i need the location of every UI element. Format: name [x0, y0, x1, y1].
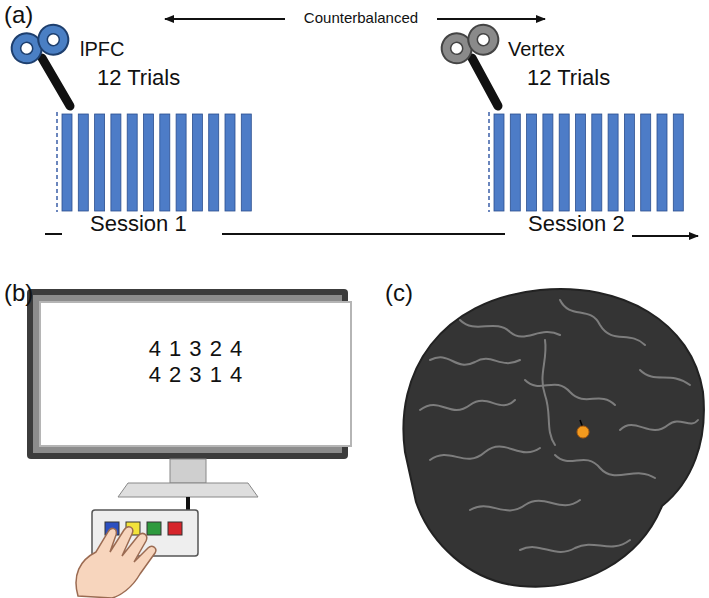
dashed-marker	[56, 112, 58, 212]
timeline	[222, 233, 505, 235]
dashed-marker	[488, 112, 490, 212]
trial-bar	[160, 114, 170, 211]
condition-note: Counterbalanced	[304, 10, 418, 27]
trial-count: 12 Trials	[527, 66, 610, 90]
trial-bar	[111, 114, 121, 211]
trial-bar	[62, 114, 72, 211]
panel-label: (c)	[385, 280, 413, 306]
trial-count: 12 Trials	[97, 66, 180, 90]
tms-coil	[438, 21, 502, 106]
trial-bar	[624, 114, 634, 211]
tms-coil	[8, 21, 72, 106]
trial-bar	[657, 114, 667, 211]
trial-bar	[608, 114, 618, 211]
digit-string: 4 2 3 1 4	[41, 362, 350, 388]
trial-bars	[62, 114, 683, 211]
timeline-arrow	[632, 235, 698, 237]
site-label: Vertex	[508, 38, 565, 60]
arrow-left	[165, 18, 285, 20]
trial-bar	[510, 114, 520, 211]
trial-bar	[176, 114, 186, 211]
trial-bar	[673, 114, 683, 211]
session-label: Session 1	[90, 212, 187, 236]
trial-bar	[144, 114, 154, 211]
brain	[403, 289, 703, 587]
digit-string: 4 1 3 2 4	[41, 336, 350, 362]
trial-bar	[543, 114, 553, 211]
arrow-right	[437, 18, 545, 20]
timeline	[45, 233, 62, 235]
hand	[76, 527, 156, 598]
trial-bar	[95, 114, 105, 211]
trial-bar	[78, 114, 88, 211]
trial-bar	[209, 114, 219, 211]
trial-bar	[241, 114, 251, 211]
panel-label: (b)	[4, 280, 33, 306]
trial-bar	[127, 114, 137, 211]
trial-bar	[592, 114, 602, 211]
trial-bar	[641, 114, 651, 211]
trial-bar	[576, 114, 586, 211]
trial-bar	[192, 114, 202, 211]
trial-bar	[494, 114, 504, 211]
trial-bar	[527, 114, 537, 211]
panel-label: (a)	[4, 2, 33, 28]
trial-bar	[225, 114, 235, 211]
monitor-screen: 4 1 3 2 44 2 3 1 4	[39, 301, 352, 447]
site-label: lPFC	[80, 38, 124, 60]
trial-bar	[559, 114, 569, 211]
session-label: Session 2	[528, 212, 625, 236]
